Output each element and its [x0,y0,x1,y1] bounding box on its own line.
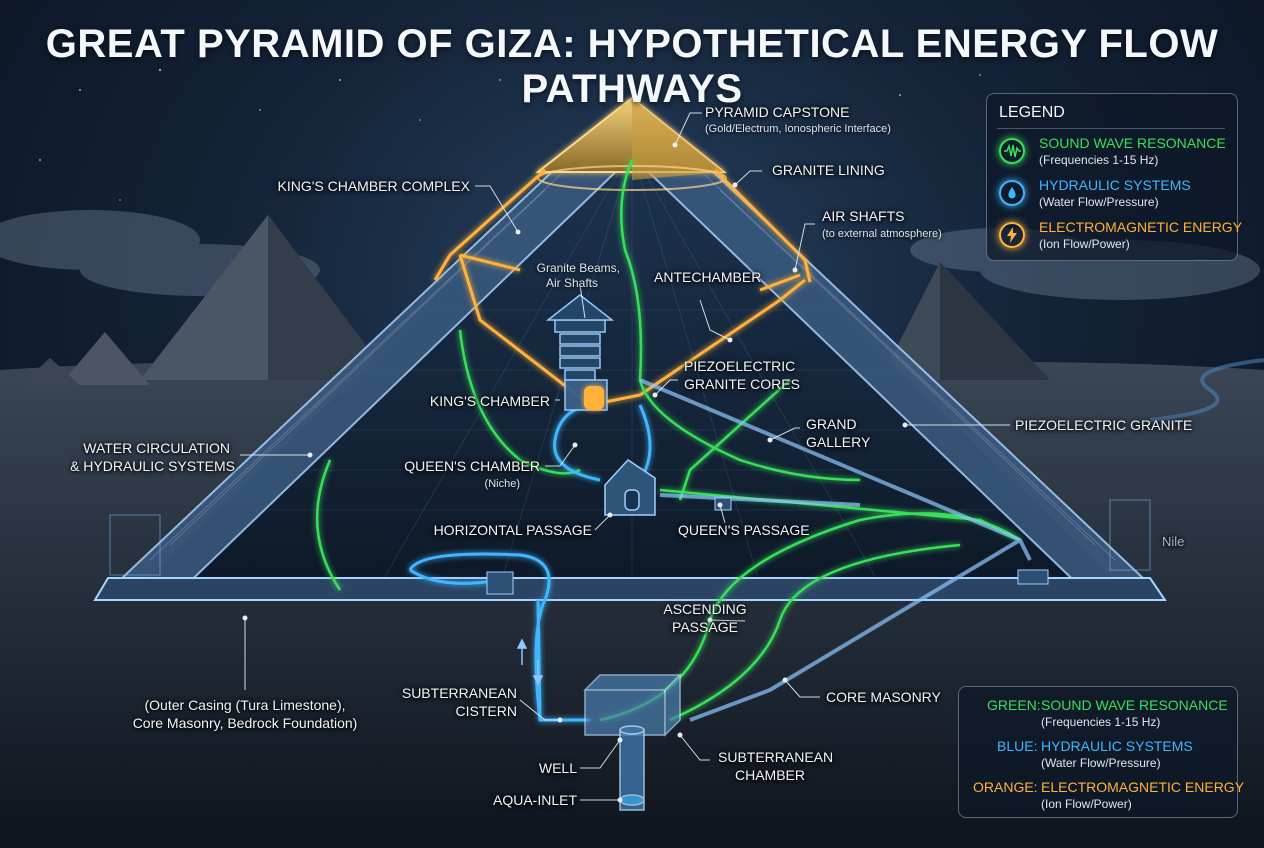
background-pyramid-small-1 [60,332,150,385]
sound-wave-icon [999,138,1025,164]
legend-item-hydraulic-sub: (Water Flow/Pressure) [1039,195,1159,209]
label-granite-lining: GRANITE LINING [772,162,885,178]
key-orange-sub: (Ion Flow/Power) [1041,797,1132,811]
label-piezo-cores-1: PIEZOELECTRIC [684,358,796,374]
label-well: WELL [538,760,577,776]
legend-item-electromagnetic: ELECTROMAGNETIC ENERGY [1039,219,1243,235]
label-subterranean-chamber-1: SUBTERRANEAN [718,749,834,765]
well-shaft [619,725,645,811]
label-queens-chamber-sub: (Niche) [484,478,520,490]
cistern-block [486,571,514,595]
key-green-label: GREEN: [987,697,1041,713]
key-blue-sub: (Water Flow/Pressure) [1041,756,1161,770]
pyramid-base [93,577,1167,601]
legend-box: LEGEND SOUND WAVE RESONANCE (Frequencies… [986,93,1242,261]
label-queens-passage: QUEEN'S PASSAGE [678,522,810,538]
label-nile: Nile [1162,534,1185,549]
water-drop-icon [999,180,1025,206]
label-subterranean-cistern-2: CISTERN [455,703,517,719]
key-orange-name: ELECTROMAGNETIC ENERGY [1041,779,1245,795]
label-capstone-sub: (Gold/Electrum, Ionospheric Interface) [705,123,891,135]
flow-arrows [516,638,544,686]
label-air-shafts-sub: (to external atmosphere) [822,228,942,240]
label-kings-chamber: KING'S CHAMBER [429,393,550,409]
label-aqua-inlet: AQUA-INLET [492,792,577,808]
electromagnetic-paths [433,168,812,407]
label-outer-1: (Outer Casing (Tura Limestone), [144,697,346,713]
key-blue-name: HYDRAULIC SYSTEMS [1041,738,1193,754]
side-panel-right [1109,499,1151,571]
queens-chamber-block [604,459,656,516]
sarcophagus [584,386,604,410]
label-ascending-2: PASSAGE [672,619,738,635]
label-granite-beams-2: Air Shafts [545,276,598,290]
label-piezoelectric-granite: PIEZOELECTRIC GRANITE [1015,417,1193,433]
key-green-sub: (Frequencies 1-15 Hz) [1041,715,1161,729]
label-ascending-1: ASCENDING [663,601,747,617]
label-antechamber: ANTECHAMBER [654,269,762,285]
legend-item-hydraulic: HYDRAULIC SYSTEMS [1039,177,1191,193]
label-grand-gallery-1: GRAND [806,416,857,432]
legend-title: LEGEND [999,104,1065,121]
label-outer-2: Core Masonry, Bedrock Foundation) [132,715,358,731]
legend-item-electromagnetic-sub: (Ion Flow/Power) [1039,237,1130,251]
label-queens-chamber: QUEEN'S CHAMBER [404,458,540,474]
pyramid-interior [140,110,1120,585]
key-orange-label: ORANGE: [973,779,1038,795]
background-pyramid-small-2 [20,358,80,385]
label-grand-gallery-2: GALLERY [806,434,871,450]
label-horizontal-passage: HORIZONTAL PASSAGE [433,522,592,538]
label-core-masonry: CORE MASONRY [826,689,941,705]
label-granite-beams-1: Granite Beams, [536,261,620,275]
nile-river [1149,358,1264,422]
label-subterranean-chamber-2: CHAMBER [735,767,806,783]
label-piezo-cores-2: GRANITE CORES [684,376,800,392]
key-blue-label: BLUE: [997,738,1038,754]
lightning-icon [999,222,1025,248]
label-kings-chamber-complex: KING'S CHAMBER COMPLEX [277,178,471,194]
color-key-box: GREEN: SOUND WAVE RESONANCE (Frequencies… [958,686,1244,818]
label-capstone: PYRAMID CAPSTONE [705,104,850,120]
label-subterranean-cistern-1: SUBTERRANEAN [401,685,517,701]
page-title: GREAT PYRAMID OF GIZA: HYPOTHETICAL ENER… [45,22,1219,111]
label-water-circulation-1: WATER CIRCULATION [83,440,230,456]
leader-lines [240,112,1010,801]
label-air-shafts: AIR SHAFTS [822,208,905,224]
side-panel-left [109,514,161,576]
legend-item-sound: SOUND WAVE RESONANCE [1039,135,1226,151]
label-water-circulation-2: & HYDRAULIC SYSTEMS [70,458,235,474]
passages [639,378,1032,722]
legend-item-sound-sub: (Frequencies 1-15 Hz) [1039,153,1159,167]
key-green-name: SOUND WAVE RESONANCE [1041,697,1228,713]
leader-dots [242,142,908,803]
